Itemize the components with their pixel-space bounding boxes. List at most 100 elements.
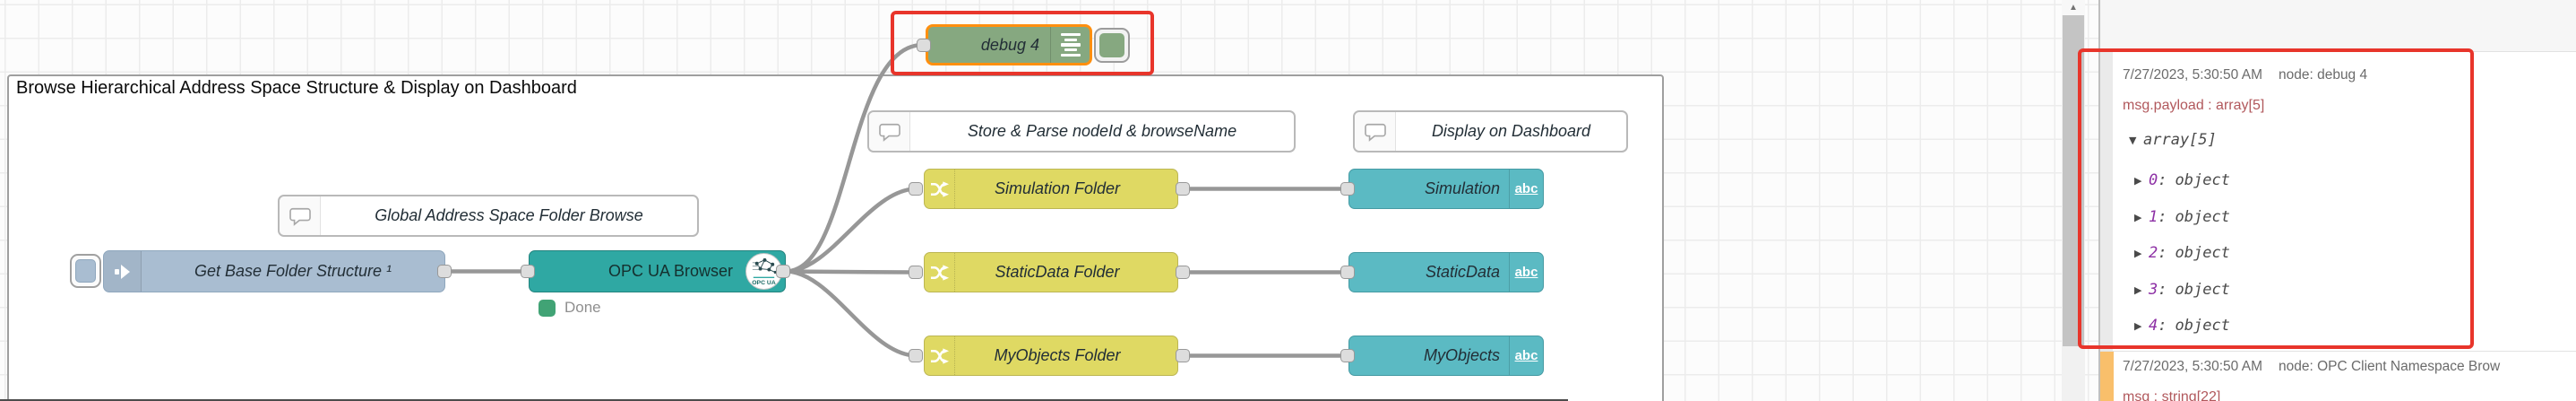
annotation-rect-debug-node bbox=[891, 11, 1154, 75]
sidebar-divider[interactable] bbox=[2098, 0, 2100, 401]
switch-output-port[interactable] bbox=[1176, 266, 1190, 279]
comment-node-display-dashboard[interactable]: Display on Dashboard bbox=[1353, 110, 1628, 153]
debug-message[interactable]: 7/27/2023, 5:30:50 AM node: OPC Client Na… bbox=[2100, 351, 2576, 401]
abc-text-icon: abc bbox=[1509, 253, 1543, 292]
item-separator: : bbox=[2158, 317, 2167, 335]
expand-caret-icon[interactable]: ▶ bbox=[2134, 211, 2142, 223]
wire-opc-to-simulation bbox=[783, 187, 919, 274]
abc-text-icon: abc bbox=[1509, 336, 1543, 375]
dashboard-text-node-myobjects[interactable]: MyObjects abc bbox=[1348, 336, 1544, 376]
switch-input-port[interactable] bbox=[909, 182, 923, 196]
screen-bottom-edge bbox=[0, 398, 1568, 401]
debug-node[interactable]: debug 4 bbox=[926, 24, 1092, 65]
flow-canvas[interactable]: Browse Hierarchical Address Space Struct… bbox=[0, 0, 2099, 401]
debug-console-icon bbox=[1050, 27, 1090, 63]
switch-output-port[interactable] bbox=[1176, 182, 1190, 196]
json-tree-item[interactable]: ▶ 1 : object bbox=[2134, 208, 2230, 226]
wire-opc-to-myobjects bbox=[783, 269, 919, 358]
item-type: object bbox=[2175, 281, 2230, 299]
wire-opc-to-staticdata bbox=[783, 269, 919, 275]
item-separator: : bbox=[2158, 244, 2167, 262]
text-input-port[interactable] bbox=[1340, 182, 1355, 196]
expand-caret-icon[interactable]: ▶ bbox=[2134, 283, 2142, 296]
dashboard-text-node-staticdata[interactable]: StaticData abc bbox=[1348, 252, 1544, 292]
item-index: 4 bbox=[2149, 317, 2158, 335]
wire-opc-to-debug bbox=[783, 42, 926, 274]
text-input-port[interactable] bbox=[1340, 349, 1355, 362]
comment-icon bbox=[280, 196, 321, 235]
opcua-browser-label: OPC UA Browser bbox=[607, 262, 733, 280]
debug-message[interactable]: 7/27/2023, 5:30:50 AM node: debug 4 msg.p… bbox=[2100, 51, 2576, 351]
item-type: object bbox=[2175, 171, 2230, 189]
up-arrow-icon: ▲ bbox=[2069, 3, 2078, 13]
switch-node-simulation[interactable]: Simulation Folder bbox=[924, 169, 1178, 209]
comment-node-store-parse[interactable]: Store & Parse nodeId & browseName bbox=[867, 110, 1296, 153]
debug-toggle-inner bbox=[1099, 33, 1124, 57]
item-index: 1 bbox=[2149, 208, 2158, 226]
switch-icon bbox=[925, 170, 955, 208]
switch-icon bbox=[925, 336, 955, 375]
text-node-label: MyObjects bbox=[1423, 346, 1500, 364]
message-property-path: msg.payload : array[5] bbox=[2123, 98, 2265, 113]
json-tree-item[interactable]: ▶ 3 : object bbox=[2134, 281, 2230, 299]
message-source-node: node: OPC Client Namespace Brow bbox=[2278, 359, 2501, 374]
status-dot-icon bbox=[538, 299, 556, 317]
item-type: object bbox=[2175, 317, 2230, 335]
opc-ua-logo-text: OPC UA bbox=[752, 280, 776, 286]
switch-node-staticdata[interactable]: StaticData Folder bbox=[924, 252, 1178, 292]
switch-node-label: MyObjects Folder bbox=[994, 346, 1121, 364]
inject-node[interactable]: Get Base Folder Structure ¹ bbox=[103, 250, 445, 292]
switch-input-port[interactable] bbox=[909, 349, 923, 362]
debug-toggle-button[interactable] bbox=[1094, 28, 1130, 63]
json-tree-item[interactable]: ▶ 4 : object bbox=[2134, 317, 2230, 335]
expand-caret-icon[interactable]: ▶ bbox=[2134, 247, 2142, 259]
inject-output-port[interactable] bbox=[437, 265, 452, 278]
text-node-label: StaticData bbox=[1425, 263, 1500, 281]
item-separator: : bbox=[2158, 281, 2167, 299]
item-type: object bbox=[2175, 208, 2230, 226]
opc-input-port[interactable] bbox=[521, 265, 535, 278]
scrollbar-up-button[interactable]: ▲ bbox=[2062, 0, 2085, 15]
message-source-node: node: debug 4 bbox=[2278, 67, 2368, 83]
item-separator: : bbox=[2158, 208, 2167, 226]
node-status: Done bbox=[538, 299, 601, 317]
json-tree-item[interactable]: ▶ 2 : object bbox=[2134, 244, 2230, 262]
switch-input-port[interactable] bbox=[909, 266, 923, 279]
message-gutter bbox=[2100, 52, 2113, 351]
annotation-rect-debug-message bbox=[2078, 48, 2474, 349]
inject-node-label: Get Base Folder Structure ¹ bbox=[194, 262, 392, 280]
switch-node-label: StaticData Folder bbox=[995, 263, 1120, 281]
debug-node-label: debug 4 bbox=[980, 35, 1039, 54]
opcua-browser-node[interactable]: OPC UA Browser OPC UA bbox=[529, 250, 786, 292]
collapse-caret-icon[interactable]: ▼ bbox=[2129, 134, 2137, 146]
debug-input-port[interactable] bbox=[917, 38, 931, 52]
message-meta: 7/27/2023, 5:30:50 AM node: debug 4 bbox=[2123, 67, 2367, 83]
comment-icon bbox=[1355, 112, 1396, 151]
json-tree-item[interactable]: ▶ 0 : object bbox=[2134, 171, 2230, 189]
message-timestamp: 7/27/2023, 5:30:50 AM bbox=[2123, 359, 2262, 374]
expand-caret-icon[interactable]: ▶ bbox=[2134, 319, 2142, 332]
comment-label: Global Address Space Folder Browse bbox=[375, 206, 643, 224]
expand-caret-icon[interactable]: ▶ bbox=[2134, 174, 2142, 187]
comment-node-global-browse[interactable]: Global Address Space Folder Browse bbox=[278, 195, 699, 237]
abc-text-icon: abc bbox=[1509, 170, 1543, 208]
json-tree-root[interactable]: ▼ array[5] bbox=[2129, 131, 2217, 149]
dashboard-text-node-simulation[interactable]: Simulation abc bbox=[1348, 169, 1544, 209]
item-type: object bbox=[2175, 244, 2230, 262]
item-index: 0 bbox=[2149, 171, 2158, 189]
item-index: 2 bbox=[2149, 244, 2158, 262]
inject-trigger-button[interactable] bbox=[70, 254, 101, 288]
text-input-port[interactable] bbox=[1340, 266, 1355, 279]
status-label: Done bbox=[564, 299, 601, 316]
switch-node-myobjects[interactable]: MyObjects Folder bbox=[924, 336, 1178, 376]
switch-icon bbox=[925, 253, 955, 292]
comment-label: Store & Parse nodeId & browseName bbox=[967, 122, 1237, 140]
item-index: 3 bbox=[2149, 281, 2158, 299]
message-meta: 7/27/2023, 5:30:50 AM node: OPC Client Na… bbox=[2123, 359, 2500, 375]
message-highlight-bar bbox=[2100, 352, 2114, 401]
opc-output-port[interactable] bbox=[776, 265, 790, 278]
message-timestamp: 7/27/2023, 5:30:50 AM bbox=[2123, 67, 2262, 83]
inject-icon bbox=[104, 251, 142, 292]
switch-output-port[interactable] bbox=[1176, 349, 1190, 362]
